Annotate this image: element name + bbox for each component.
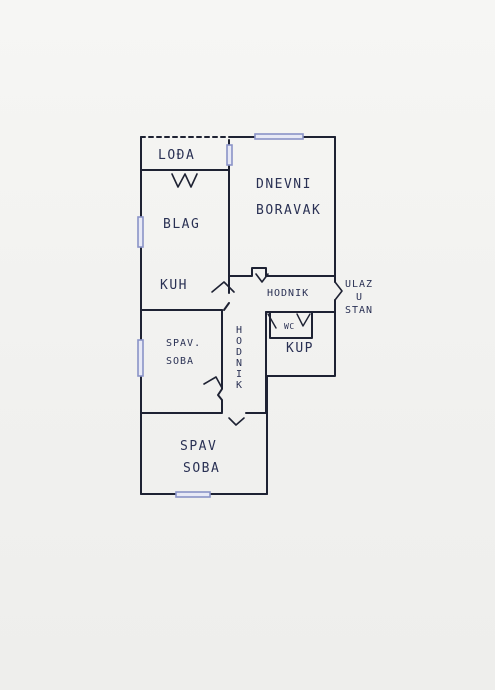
- door-loggia: [171, 173, 198, 188]
- room-label-spav2-b: SOBA: [183, 461, 221, 476]
- room-label-spav2-a: SPAV: [180, 439, 218, 454]
- door-spav2: [228, 417, 245, 426]
- outer-wall-right-lower: [266, 299, 336, 495]
- window-icon: [226, 144, 233, 166]
- window-icon: [254, 133, 304, 140]
- door-spav1: [203, 376, 223, 389]
- door-wc: [296, 313, 311, 327]
- room-label-hodnik-v: HODNIK: [235, 325, 243, 391]
- door-kup: [267, 313, 277, 329]
- wall-wc: [269, 311, 313, 339]
- door-entry: [334, 281, 343, 301]
- wall-blag-kuh-right: [223, 302, 230, 311]
- label-stan: STAN: [345, 305, 374, 316]
- window-icon: [175, 491, 211, 498]
- room-label-kuh: KUH: [160, 278, 188, 293]
- label-ulaz: ULAZ: [345, 279, 374, 290]
- door-hodnik-top: [255, 273, 269, 283]
- window-icon: [137, 216, 144, 248]
- room-label-loggia: LOĐA: [158, 148, 196, 163]
- room-label-spav1-a: SPAV.: [166, 338, 202, 349]
- room-label-spav1-b: SOBA: [166, 356, 195, 367]
- room-label-kup: KUP: [286, 341, 314, 356]
- wall-corridor-left: [217, 309, 223, 413]
- room-label-boravak: BORAVAK: [256, 203, 322, 218]
- label-u: U: [356, 292, 364, 303]
- room-label-hodnik-h: HODNIK: [267, 288, 310, 299]
- door-kuh: [211, 281, 235, 293]
- window-icon: [137, 339, 144, 377]
- room-label-dnevni: DNEVNI: [256, 177, 312, 192]
- room-label-wc: WC: [284, 322, 295, 331]
- room-label-blag: BLAG: [163, 217, 201, 232]
- wall-hodnik-top: [228, 267, 336, 277]
